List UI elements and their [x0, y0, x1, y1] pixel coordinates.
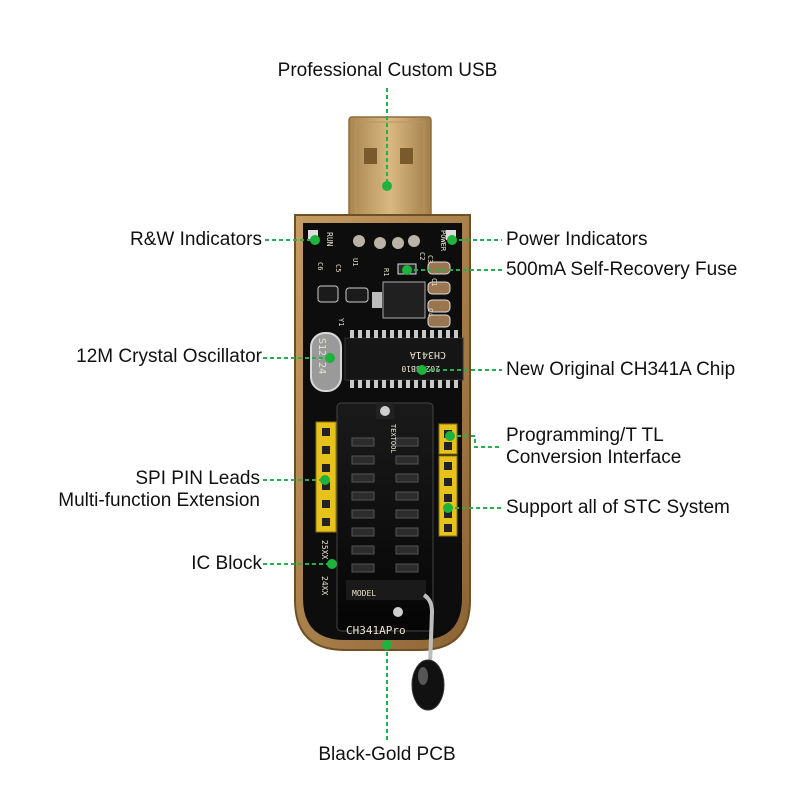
silk-power: POWER — [439, 230, 447, 252]
pcb-board: RUN POWER U1 R1 C2 C3 C1 C4 C6 C5 Y1 S12… — [294, 214, 471, 711]
silk-c3: C3 — [426, 255, 434, 263]
callout-stc: Support all of STC System — [506, 497, 730, 518]
callout-power-indicators: Power Indicators — [506, 229, 648, 250]
silk-c4: C4 — [426, 308, 434, 316]
silk-c2: C2 — [418, 252, 426, 260]
callout-programming-line2: Conversion Interface — [506, 447, 682, 468]
silk-c6: C6 — [316, 262, 324, 270]
run-led — [308, 230, 318, 240]
callout-fuse: 500mA Self-Recovery Fuse — [506, 259, 738, 280]
silk-run: RUN — [325, 232, 334, 247]
socket-marking: TEXTOOL — [389, 424, 397, 454]
callout-spi-line2: Multi-function Extension — [58, 490, 260, 511]
silk-model: CH341APro — [346, 624, 406, 637]
power-led — [446, 230, 456, 240]
silk-y1: Y1 — [337, 318, 345, 326]
socket-sub-marking: MODEL — [352, 589, 376, 598]
silk-24xx: 24XX — [320, 576, 329, 595]
silk-r1: R1 — [382, 268, 390, 276]
callout-lines — [263, 88, 502, 740]
crystal-oscillator — [310, 332, 342, 392]
silk-c1: C1 — [430, 278, 438, 286]
chip-marking-line1: CH341A — [410, 349, 446, 360]
callout-programming-line1: Programming/T TL — [506, 425, 664, 446]
callout-pcb: Black-Gold PCB — [318, 744, 456, 765]
silk-25xx: 25XX — [320, 540, 329, 559]
callout-usb: Professional Custom USB — [277, 60, 498, 81]
callout-spi-line1: SPI PIN Leads — [135, 468, 260, 489]
ttl-pin-header — [438, 423, 458, 537]
callout-dots — [310, 181, 457, 650]
usb-connector — [348, 116, 432, 226]
regulator-u1 — [382, 281, 426, 319]
callout-crystal: 12M Crystal Oscillator — [76, 346, 262, 367]
usb-solder-pads — [353, 235, 420, 249]
ch341a-chip — [344, 330, 464, 388]
socket-lever — [411, 593, 445, 711]
silk-u1: U1 — [351, 258, 359, 266]
zif-socket — [336, 402, 434, 632]
silk-c5: C5 — [334, 264, 342, 272]
callout-rw-indicators: R&W Indicators — [130, 229, 262, 250]
callout-chip: New Original CH341A Chip — [506, 359, 736, 380]
silk-crystal-mark: S12.24 — [316, 338, 327, 374]
usb-window-left — [364, 148, 377, 164]
callout-ic-block: IC Block — [191, 553, 262, 574]
usb-window-right — [400, 148, 413, 164]
